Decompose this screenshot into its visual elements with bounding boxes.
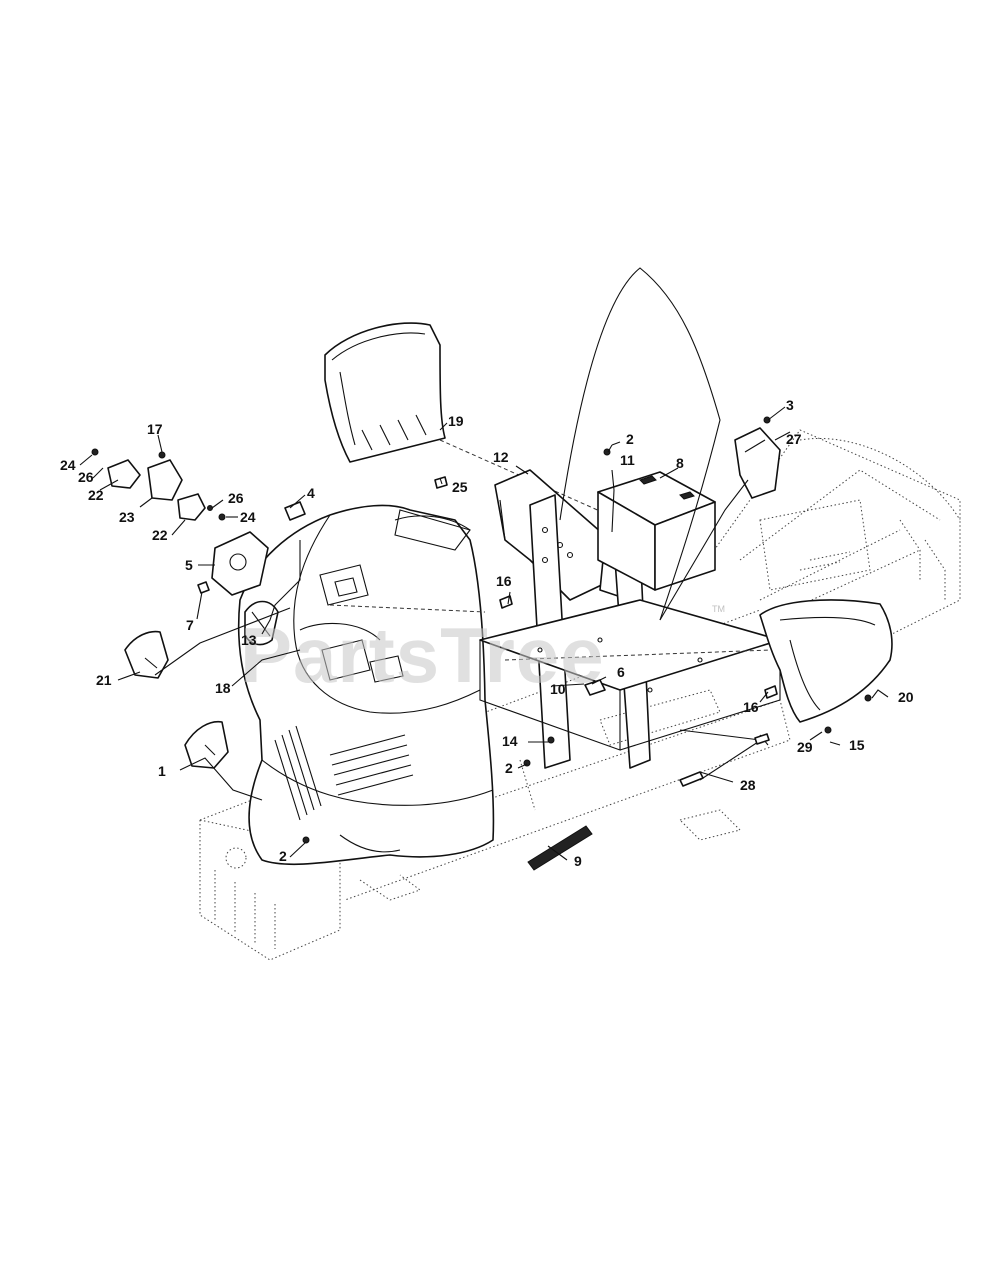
callout-16: 16 <box>743 699 759 715</box>
callout-29: 29 <box>797 739 813 755</box>
callout-22: 22 <box>88 487 104 503</box>
callout-25: 25 <box>452 479 468 495</box>
watermark: PartsTree <box>240 611 605 699</box>
light-switch-assembly <box>91 448 226 521</box>
throttle-control <box>244 600 279 646</box>
callout-23: 23 <box>119 509 135 525</box>
callout-14: 14 <box>502 733 518 749</box>
callout-27: 27 <box>786 431 802 447</box>
side-panel <box>759 599 893 723</box>
callout-4: 4 <box>307 485 315 501</box>
callout-18: 18 <box>215 680 231 696</box>
callout-7: 7 <box>186 617 194 633</box>
callout-13: 13 <box>241 632 257 648</box>
callout-16: 16 <box>496 573 512 589</box>
key-switch <box>211 531 269 596</box>
callout-21: 21 <box>96 672 112 688</box>
callout-1: 1 <box>158 763 166 779</box>
bumper-cap <box>124 630 169 679</box>
callout-8: 8 <box>676 455 684 471</box>
fasteners <box>197 416 872 871</box>
callout-2: 2 <box>279 848 287 864</box>
dash-panel <box>324 322 621 521</box>
callouts: 1 2 2 2 3 4 5 6 7 8 9 10 11 12 13 14 15 … <box>60 397 914 869</box>
callout-10: 10 <box>550 681 566 697</box>
watermark-tm: TM <box>712 604 725 614</box>
hood-grille <box>274 725 414 821</box>
callout-3: 3 <box>786 397 794 413</box>
callout-28: 28 <box>740 777 756 793</box>
callout-26: 26 <box>78 469 94 485</box>
callout-6: 6 <box>617 664 625 680</box>
callout-17: 17 <box>147 421 163 437</box>
callout-15: 15 <box>849 737 865 753</box>
hood-assembly <box>237 504 495 866</box>
callout-12: 12 <box>493 449 509 465</box>
battery-hold-down-rod <box>559 267 721 621</box>
headlight <box>184 720 229 769</box>
callout-11: 11 <box>620 452 635 468</box>
callout-9: 9 <box>574 853 582 869</box>
fender-bracket <box>734 427 781 499</box>
callout-20: 20 <box>898 689 914 705</box>
callout-5: 5 <box>185 557 193 573</box>
callout-19: 19 <box>448 413 464 429</box>
leader-lines <box>79 406 889 861</box>
callout-24: 24 <box>60 457 76 473</box>
callout-22: 22 <box>152 527 168 543</box>
callout-24: 24 <box>240 509 256 525</box>
callout-2: 2 <box>505 760 513 776</box>
callout-26: 26 <box>228 490 244 506</box>
callout-2: 2 <box>626 431 634 447</box>
battery <box>597 471 716 591</box>
